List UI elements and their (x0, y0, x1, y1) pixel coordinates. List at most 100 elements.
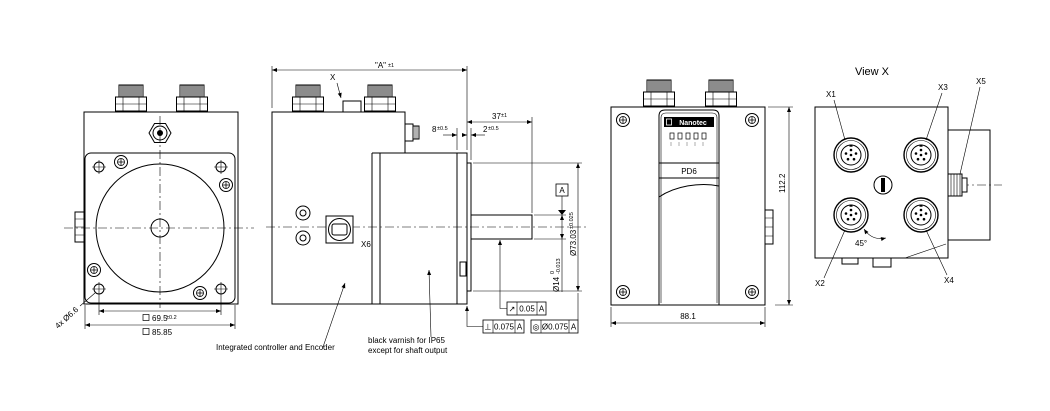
concentricity-value: Ø0.075 (542, 323, 569, 332)
perpendicularity-symbol: ⊥ (485, 323, 492, 332)
dim-shaft-diameter-value: Ø14 (552, 276, 561, 292)
x2-leader (823, 229, 846, 279)
dim-pilot-depth-value: 2 (483, 125, 488, 134)
view-marker-arrow (336, 82, 342, 99)
dim-inner-square-value: 69.5 (152, 314, 168, 323)
connector-top-right (705, 79, 737, 107)
screw (193, 286, 207, 300)
dim-flange-thickness-tol: ±0.5 (437, 126, 448, 132)
dim-overall-length-value: "A" (375, 61, 386, 70)
screw (114, 155, 128, 169)
display-panel: Nanotec PD6 (658, 109, 720, 305)
datum-label: A (559, 186, 565, 195)
status-leds (669, 132, 707, 146)
foot (841, 257, 859, 265)
connector-x5 (947, 173, 968, 197)
dim-pilot-diameter-value: Ø73.03 (569, 229, 578, 256)
screw (616, 285, 630, 299)
label-x3: X3 (938, 83, 948, 92)
varnish-note-line2: except for shaft output (368, 346, 448, 355)
angle-arc (863, 228, 887, 242)
angle-label: 45° (855, 239, 867, 248)
concentricity-symbol: ◎ (533, 323, 540, 332)
tolerance-frame-concentricity: ◎ Ø0.075 A (530, 319, 579, 334)
x5-leader (959, 86, 981, 175)
concentricity-datum: A (571, 323, 577, 332)
connector-top-right (364, 84, 396, 112)
label-x5: X5 (976, 77, 986, 86)
connector-top-right (176, 84, 208, 112)
top-cover (342, 100, 362, 113)
dim-overall-length-tol: ±1 (388, 63, 394, 69)
controller-note: Integrated controller and Encoder (216, 343, 335, 352)
brand-logo-icon (666, 118, 672, 126)
vent-screw (295, 205, 311, 221)
perpendicularity-datum: A (517, 323, 523, 332)
hole-note-leader (79, 292, 96, 307)
housing-outline (83, 111, 239, 305)
screw (745, 285, 759, 299)
connector-top-left (292, 84, 324, 112)
runout-datum: A (539, 305, 545, 314)
screw (745, 113, 759, 127)
left-view: 69.5 ±0.2 85.85 4x Ø6.6 (53, 84, 254, 337)
dim-outer-square-value: 85.85 (152, 328, 173, 337)
connector-x2 (833, 197, 869, 233)
square-symbol (142, 314, 150, 321)
connector-x6 (325, 215, 354, 244)
varnish-note-line1: black varnish for IP65 (368, 336, 445, 345)
screw (616, 113, 630, 127)
foot (872, 257, 892, 268)
dim-shaft-length-value: 37 (492, 112, 501, 121)
dim-shaft-diameter-tol-lower: -0.013 (556, 258, 562, 274)
view-x: View X X1 X3 X5 X2 X4 45° (814, 66, 1002, 288)
brand-name: Nanotec (679, 120, 707, 127)
dim-width: 88.1 (680, 312, 696, 321)
view-marker: X (330, 73, 336, 82)
connector-top-left (115, 84, 147, 112)
tolerance-frame-perpendicularity: ⊥ 0.075 A (482, 319, 525, 334)
datum-triangle (558, 210, 566, 215)
center-element (873, 175, 893, 195)
connector-x4 (903, 197, 939, 233)
model-name: PD6 (681, 167, 697, 176)
view-x-title: View X (855, 66, 890, 78)
tolerance-frame-runout: ↗ 0.05 A (506, 301, 547, 316)
perpendicularity-leader (465, 306, 483, 327)
x3-leader (925, 92, 943, 141)
label-x2: X2 (815, 279, 825, 288)
brand-logo (664, 117, 714, 127)
runout-value: 0.05 (519, 305, 535, 314)
varnish-note-leader (427, 269, 432, 338)
housing-outline (610, 106, 766, 306)
connector-x6-label: X6 (361, 240, 371, 249)
dim-shaft-length-tol: ±1 (501, 113, 507, 119)
perpendicularity-value: 0.075 (494, 323, 515, 332)
dim-shaft-diameter-tol-upper: 0 (550, 271, 556, 274)
dim-flange-thickness-value: 8 (432, 125, 437, 134)
dim-inner-square-tol: ±0.2 (166, 315, 177, 321)
connector-x3 (903, 137, 939, 173)
screw (87, 263, 101, 277)
housing-outline (271, 111, 468, 305)
x4-leader (925, 229, 948, 276)
dim-pilot-depth-tol: ±0.5 (488, 126, 499, 132)
controller-note-leader (322, 282, 346, 348)
connector-x1 (833, 137, 869, 173)
front-view: Nanotec PD6 112.2 88.1 (610, 79, 793, 327)
label-x4: X4 (944, 276, 954, 285)
runout-leader (498, 240, 507, 309)
x1-leader (833, 99, 846, 141)
runout-symbol: ↗ (509, 305, 516, 314)
dim-pilot-diameter-tol: ±0.025 (569, 212, 575, 229)
flange-detail (459, 261, 467, 277)
side-view: X6 X "A" ±1 37 ±1 8 ±0.5 2 ±0.5 A Ø14 0 … (266, 61, 586, 355)
dim-height: 112.2 (778, 173, 787, 193)
hole-note: 4x Ø6.6 (53, 305, 80, 331)
connector-top-left (643, 79, 675, 107)
label-x1: X1 (826, 90, 836, 99)
cable-gland-side (404, 123, 420, 142)
square-symbol (142, 328, 150, 335)
vent-screw (295, 230, 311, 246)
